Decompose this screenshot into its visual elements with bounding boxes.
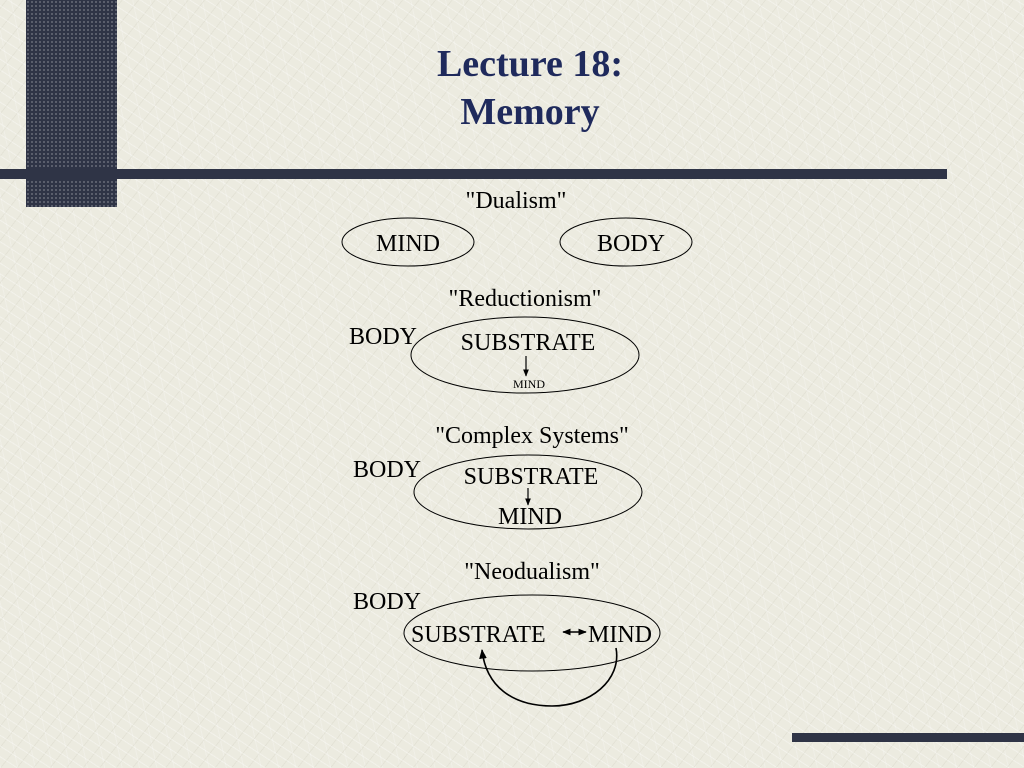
- neodualism-substrate-label: SUBSTRATE: [411, 622, 546, 648]
- neodualism-feedback-arrow: [479, 647, 618, 707]
- dualism-body-ellipse: [559, 217, 693, 267]
- complex-systems-substrate-label: SUBSTRATE: [464, 464, 599, 490]
- neodualism-body-ellipse: [403, 594, 661, 672]
- title-line-1: Lecture 18:: [436, 43, 624, 85]
- section-neodualism: "Neodualism" BODY SUBSTRATE MIND: [353, 559, 661, 707]
- complex-systems-mind-label: MIND: [498, 504, 562, 530]
- title-line-2: Memory: [460, 91, 600, 133]
- reductionism-heading: "Reductionism": [449, 286, 602, 312]
- section-complex-systems: "Complex Systems" BODY SUBSTRATE MIND: [353, 423, 643, 530]
- complex-systems-body-ellipse: [413, 454, 643, 530]
- reductionism-mind-label: MIND: [513, 377, 545, 391]
- reductionism-body-label: BODY: [349, 324, 417, 350]
- dualism-heading: "Dualism": [466, 188, 567, 214]
- reductionism-body-ellipse: [410, 316, 640, 394]
- neodualism-body-label: BODY: [353, 589, 421, 615]
- complex-systems-body-label: BODY: [353, 457, 421, 483]
- dualism-mind-label: MIND: [376, 231, 440, 257]
- complex-systems-heading: "Complex Systems": [435, 423, 629, 449]
- page-title: Lecture 18: Memory: [380, 40, 680, 136]
- top-divider: [0, 169, 947, 179]
- section-reductionism: "Reductionism" BODY SUBSTRATE MIND: [349, 286, 640, 394]
- bottom-divider: [792, 733, 1024, 742]
- dualism-body-label: BODY: [597, 231, 665, 257]
- dualism-mind-ellipse: [341, 217, 475, 267]
- reductionism-substrate-label: SUBSTRATE: [461, 330, 596, 356]
- neodualism-heading: "Neodualism": [464, 559, 600, 585]
- section-dualism: "Dualism" MIND BODY: [341, 188, 693, 267]
- neodualism-mind-label: MIND: [588, 622, 652, 648]
